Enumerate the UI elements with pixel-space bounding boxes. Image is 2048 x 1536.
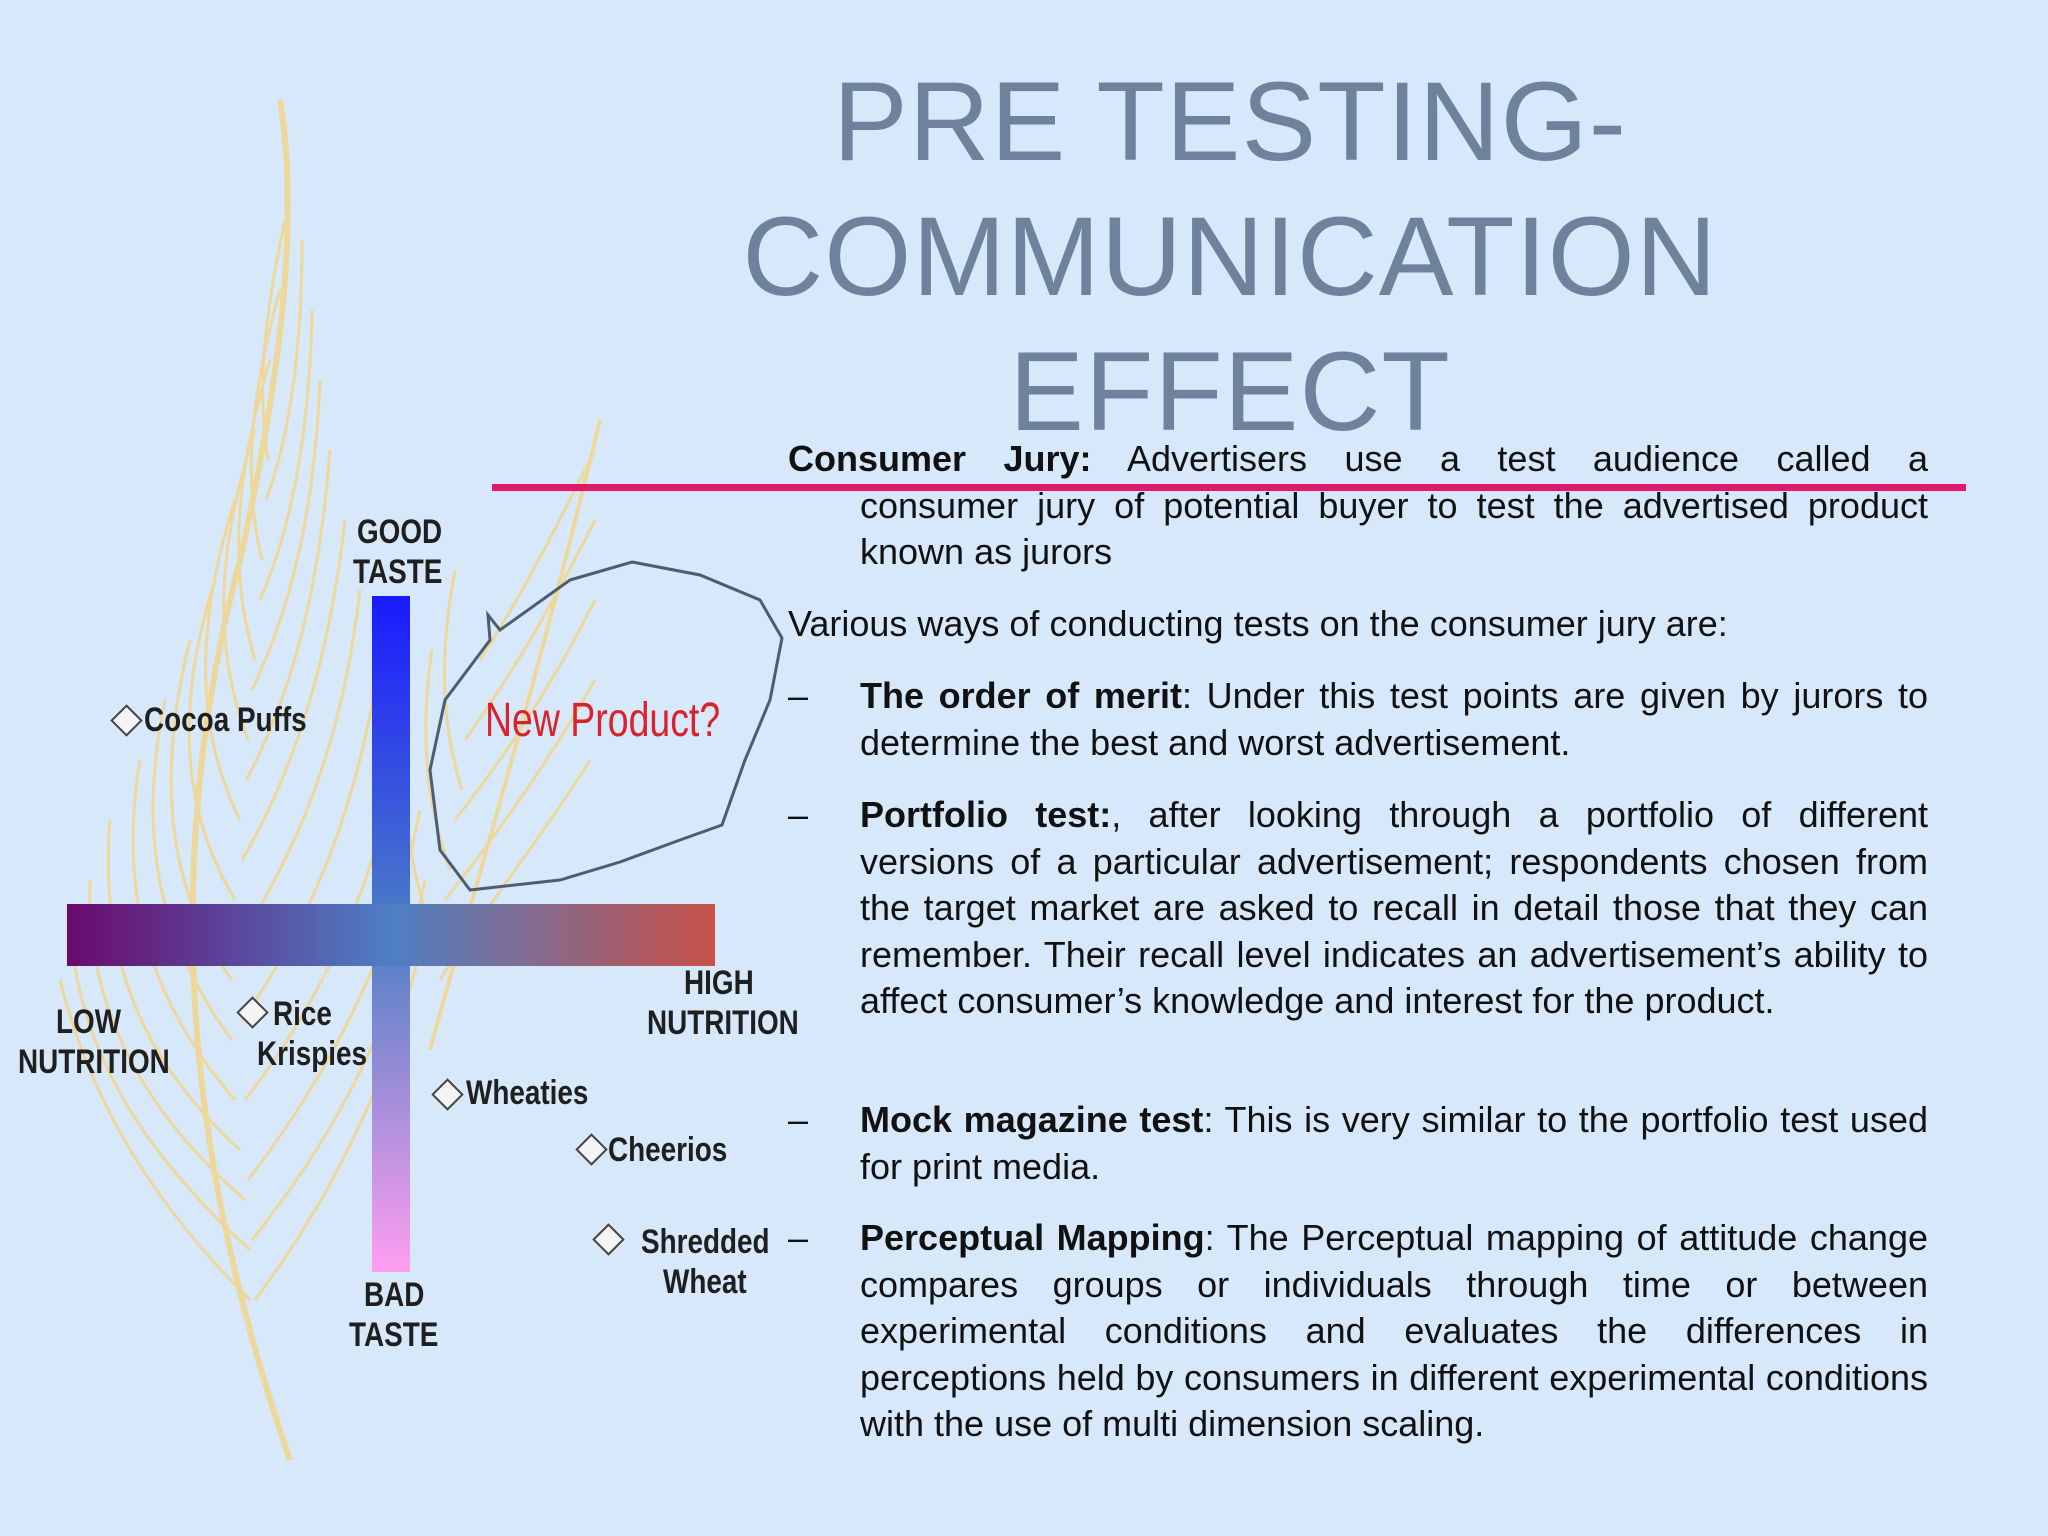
good-taste-label-2: TASTE (353, 553, 443, 591)
bullet-dash: – (788, 1099, 809, 1140)
order-of-merit-heading: The order of merit (860, 675, 1182, 716)
rice-krispies-label-2: Krispies (257, 1035, 368, 1073)
high-nutrition-label-1: HIGH (684, 964, 754, 1002)
consumer-jury-first-line: Advertisers use a test audience called a (1126, 438, 1928, 479)
low-nutrition-label-1: LOW (56, 1003, 122, 1041)
order-of-merit-text: : Under this test points are given by ju… (860, 675, 1928, 763)
slide-title-line-3: EFFECT (1009, 329, 1451, 454)
wheaties-label: Wheaties (466, 1074, 589, 1112)
low-nutrition-label-2: NUTRITION (18, 1043, 170, 1081)
perceptual-mapping-item: – Perceptual Mapping: The Perceptual map… (788, 1215, 1928, 1448)
portfolio-test-item: – Portfolio test:, after looking through… (788, 792, 1928, 1025)
feather-decoration (58, 99, 602, 1461)
title-divider (492, 484, 1966, 491)
high-nutrition-label-2: NUTRITION (647, 1004, 799, 1042)
slide-title-line-1: PRE TESTING- (832, 59, 1628, 184)
consumer-jury-rest: consumer jury of potential buyer to test… (860, 484, 1928, 573)
mock-magazine-item: – Mock magazine test: This is very simil… (788, 1097, 1928, 1190)
bad-taste-label-2: TASTE (349, 1316, 439, 1354)
consumer-jury-heading: Consumer Jury: (788, 438, 1092, 479)
bullet-dash: – (788, 794, 809, 835)
perceptual-mapping-text: : The Perceptual mapping of attitude cha… (860, 1217, 1928, 1444)
slide-title-line-2: COMMUNICATION (742, 194, 1718, 319)
mock-magazine-text: : This is very similar to the portfolio … (860, 1099, 1928, 1187)
new-product-label: New Product? (485, 694, 721, 747)
new-product-outline (428, 560, 784, 892)
order-of-merit-item: – The order of merit: Under this test po… (788, 673, 1928, 766)
portfolio-test-text: , after looking through a portfolio of d… (860, 794, 1928, 1021)
cheerios-label: Cheerios (608, 1131, 728, 1169)
tests-intro: Various ways of conducting tests on the … (788, 603, 1728, 644)
cocoa-puffs-label: Cocoa Puffs (144, 701, 307, 739)
nutrition-axis (67, 904, 715, 966)
consumer-jury-paragraph: Consumer Jury: Advertisers use a test au… (788, 436, 1928, 576)
perceptual-mapping-heading: Perceptual Mapping (860, 1217, 1205, 1258)
shredded-wheat-label-1: Shredded (641, 1223, 770, 1261)
good-taste-label-1: GOOD (357, 513, 443, 551)
bullet-dash: – (788, 675, 809, 716)
mock-magazine-heading: Mock magazine test (860, 1099, 1204, 1140)
shredded-wheat-label-2: Wheat (663, 1263, 747, 1301)
bad-taste-label-1: BAD (364, 1276, 425, 1314)
bullet-dash: – (788, 1217, 809, 1258)
portfolio-test-heading: Portfolio test: (860, 794, 1112, 835)
rice-krispies-label-1: Rice (273, 995, 332, 1033)
